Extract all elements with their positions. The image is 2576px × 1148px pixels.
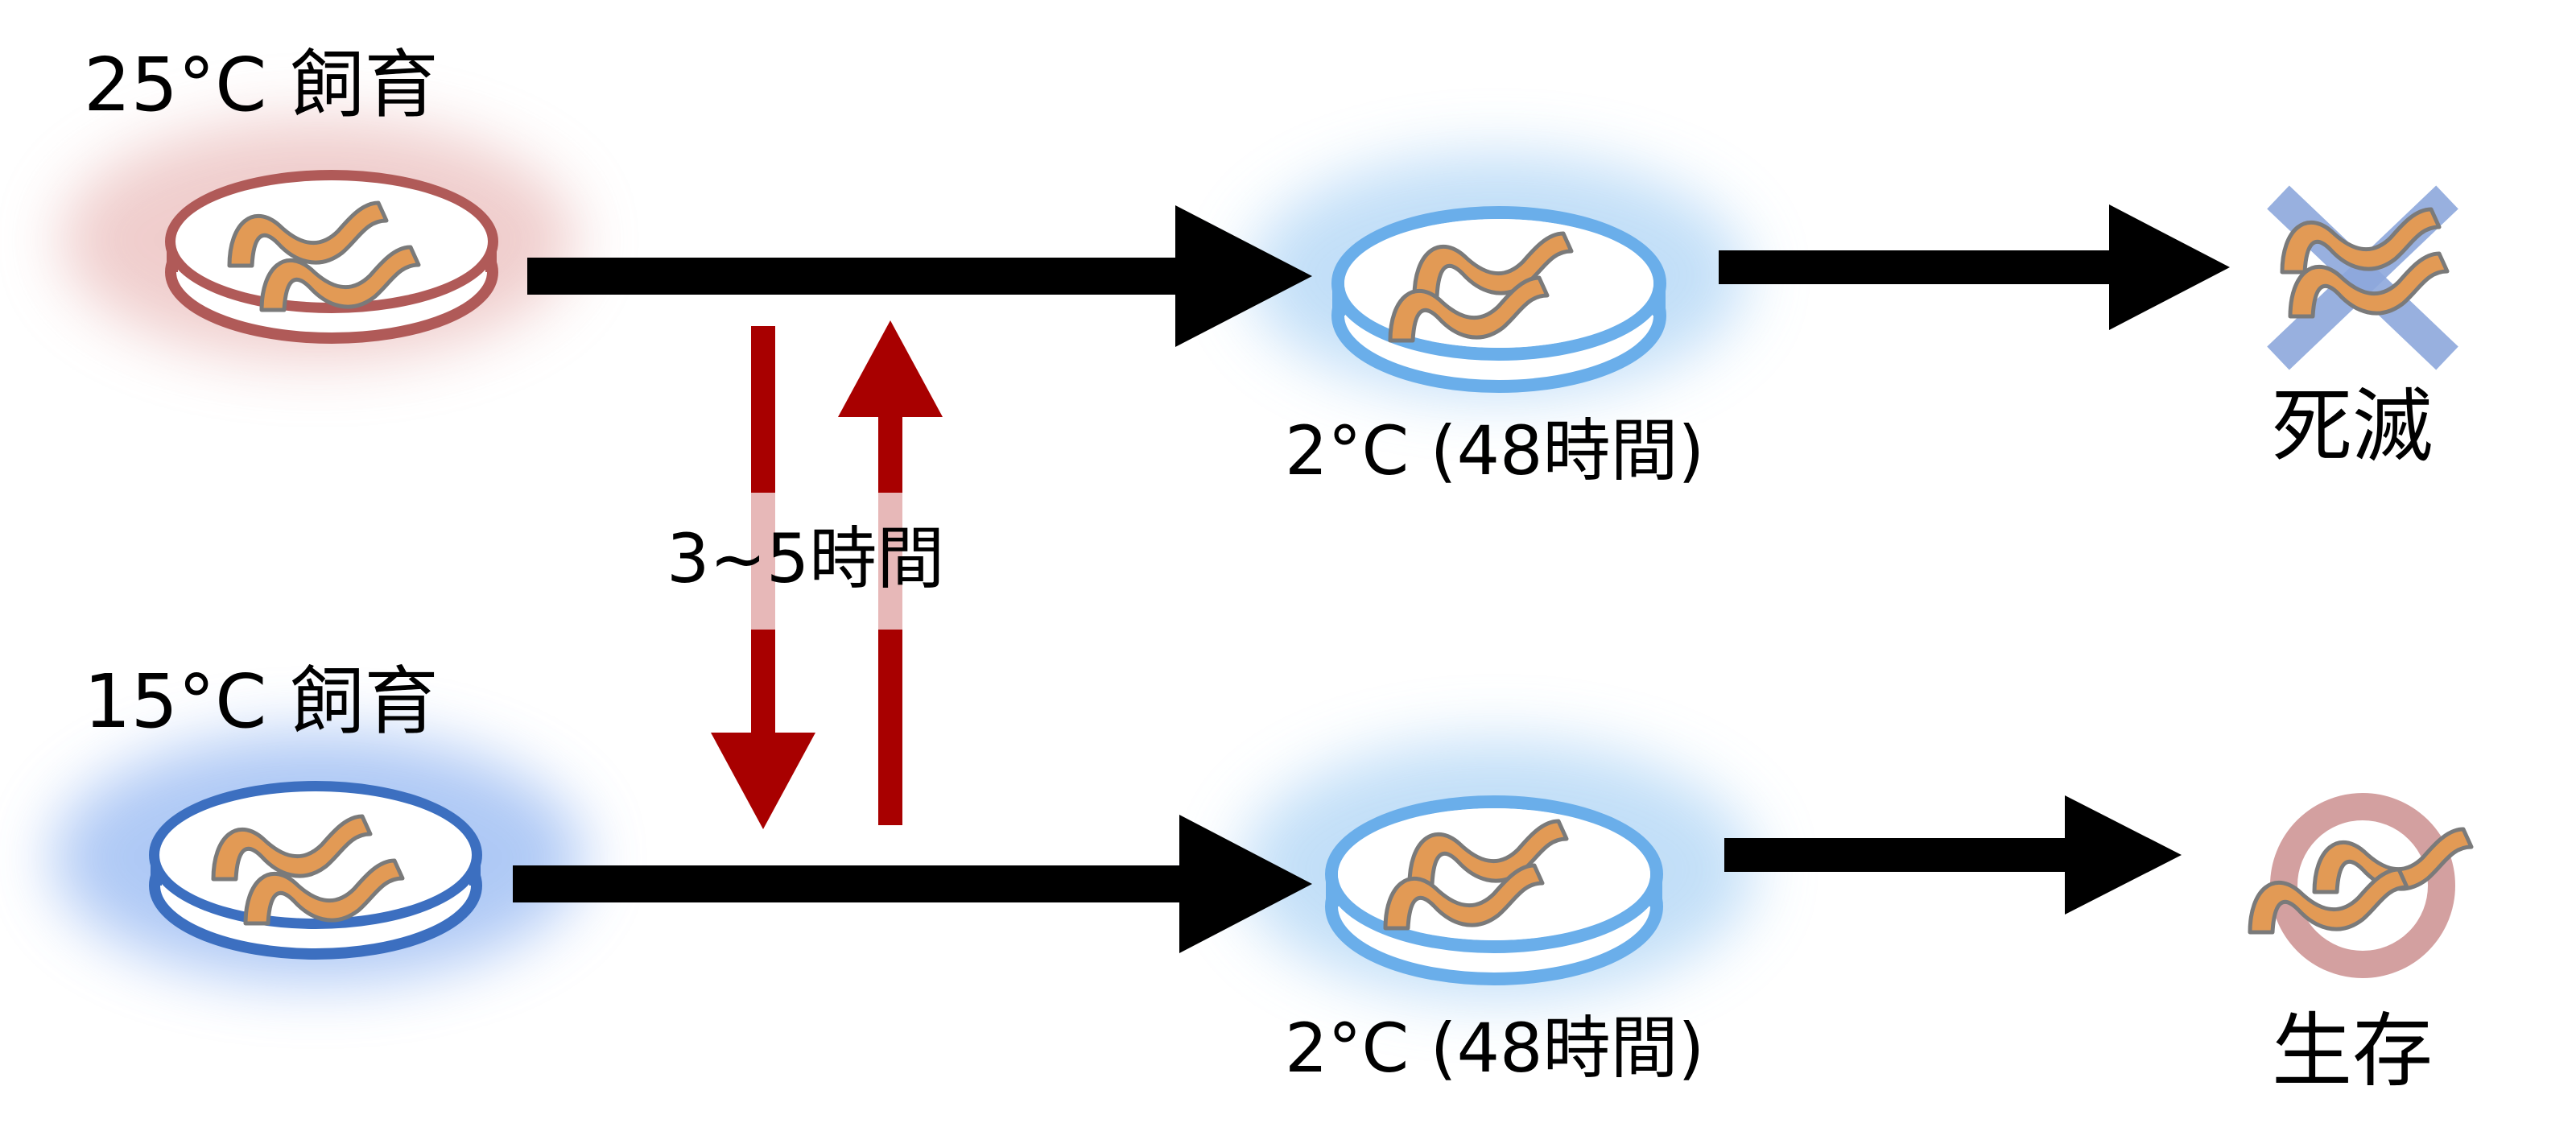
- warm-rearing-label: 25°C 飼育: [84, 42, 439, 128]
- outcome-death-label: 死滅: [2272, 379, 2433, 473]
- outcome-survival-label: 生存: [2272, 1004, 2433, 1098]
- worm-icon: [2282, 209, 2447, 316]
- cold-exposure-dish: [1331, 206, 1666, 393]
- cold-exposure-dish: [1325, 795, 1663, 985]
- transfer-label-backdrop: [741, 493, 918, 630]
- cold-exposure-label: 2°C (48時間): [1285, 1009, 1705, 1088]
- cool-rearing-label: 15°C 飼育: [84, 659, 439, 745]
- flow-arrow: [1719, 204, 2230, 330]
- flow-arrow: [1724, 795, 2182, 915]
- cold-exposure-label: 2°C (48時間): [1285, 411, 1705, 490]
- flow-arrow: [527, 205, 1312, 347]
- transfer-interval-label: 3~5時間: [667, 519, 945, 598]
- flow-arrow: [513, 815, 1312, 953]
